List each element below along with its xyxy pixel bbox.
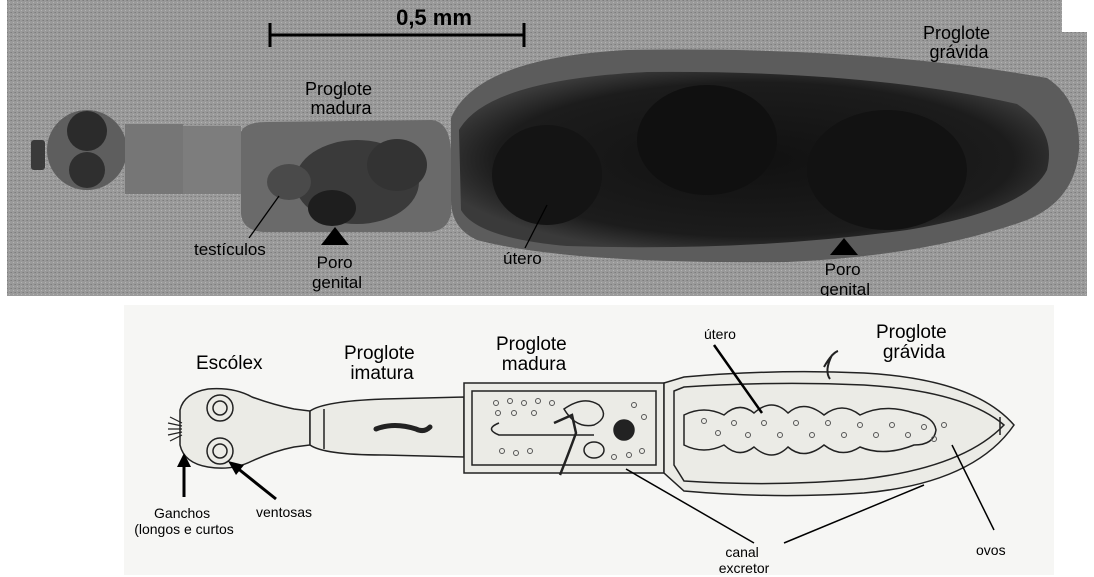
photo-gravid-proglottid <box>451 50 1079 263</box>
drawing-immature-proglottid <box>310 397 464 457</box>
label-canal-excretor: canal excretor <box>719 544 770 575</box>
drawing-mature-proglottid <box>464 383 664 475</box>
label-testiculos: testículos <box>194 240 266 259</box>
label-ovos: ovos <box>976 542 1006 558</box>
label-proglote-madura: Proglote madura <box>305 79 377 118</box>
label-escolex: Escólex <box>196 353 263 374</box>
photo-mature-proglottid <box>241 120 451 232</box>
label-proglote-gravida: Proglote grávida <box>923 23 995 62</box>
label-ventosas: ventosas <box>256 504 312 520</box>
photomicrograph-panel: 0,5 mm Proglote grávida Proglote madura … <box>7 0 1087 296</box>
label-proglote-imatura: Proglote imatura <box>344 343 420 384</box>
scale-bar-label: 0,5 mm <box>396 5 472 30</box>
label-proglote-gravida-drawing: Proglote grávida <box>876 322 952 363</box>
label-proglote-madura-drawing: Proglote madura <box>496 334 572 375</box>
label-utero-photo: útero <box>503 249 542 268</box>
label-poro-genital-2: Poro genital <box>820 260 870 296</box>
label-utero-drawing: útero <box>704 326 736 342</box>
photo-immature-segment <box>125 124 183 194</box>
label-poro-genital-1: Poro genital <box>312 253 362 292</box>
line-drawing-panel: Escólex Proglote imatura Proglote madura… <box>124 305 1054 575</box>
